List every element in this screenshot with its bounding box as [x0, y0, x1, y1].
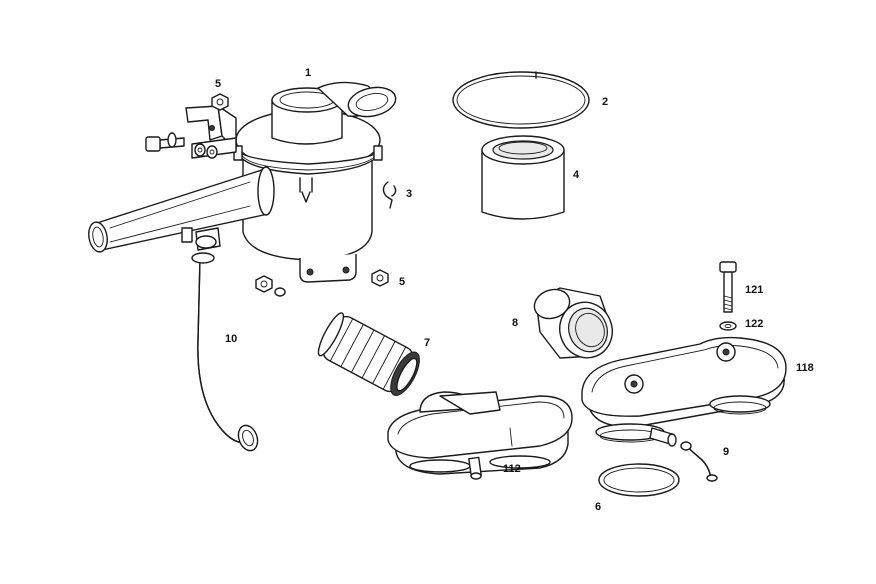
callout-112: 112	[503, 463, 521, 475]
callout-5-lower: 5	[399, 276, 405, 288]
part-122-washer[interactable]	[719, 321, 737, 331]
callout-7: 7	[424, 337, 430, 349]
callout-3: 3	[406, 188, 412, 200]
callout-121: 121	[745, 284, 763, 296]
part-5-lower-nuts[interactable]	[255, 269, 389, 297]
part-7-bellows[interactable]	[314, 310, 425, 399]
part-5-upper-nut[interactable]	[211, 93, 229, 111]
part-2-sealing-ring[interactable]	[452, 71, 590, 129]
callout-4: 4	[573, 169, 580, 181]
part-1-air-cleaner-housing[interactable]	[87, 81, 399, 283]
part-118-intake-plenum[interactable]	[581, 336, 787, 447]
callout-5-upper: 5	[215, 78, 221, 90]
part-10-flexible-hose[interactable]	[191, 252, 261, 453]
part-4-filter-element[interactable]	[481, 135, 565, 220]
callout-2: 2	[602, 96, 608, 108]
callout-10: 10	[225, 333, 237, 345]
part-121-bolt[interactable]	[719, 261, 737, 313]
part-8-rubber-sleeve[interactable]	[530, 285, 620, 366]
callout-8: 8	[512, 317, 518, 329]
part-9-pipe-elbow[interactable]	[680, 441, 718, 482]
mounting-bracket[interactable]	[145, 105, 237, 159]
callout-122: 122	[745, 318, 763, 330]
part-3-clip[interactable]	[382, 181, 397, 209]
callout-9: 9	[723, 446, 729, 458]
callout-118: 118	[796, 362, 814, 374]
callout-1: 1	[305, 67, 311, 79]
part-112-intake-plenum[interactable]	[387, 391, 573, 480]
callout-6: 6	[595, 501, 601, 513]
part-6-o-ring[interactable]	[598, 463, 680, 497]
